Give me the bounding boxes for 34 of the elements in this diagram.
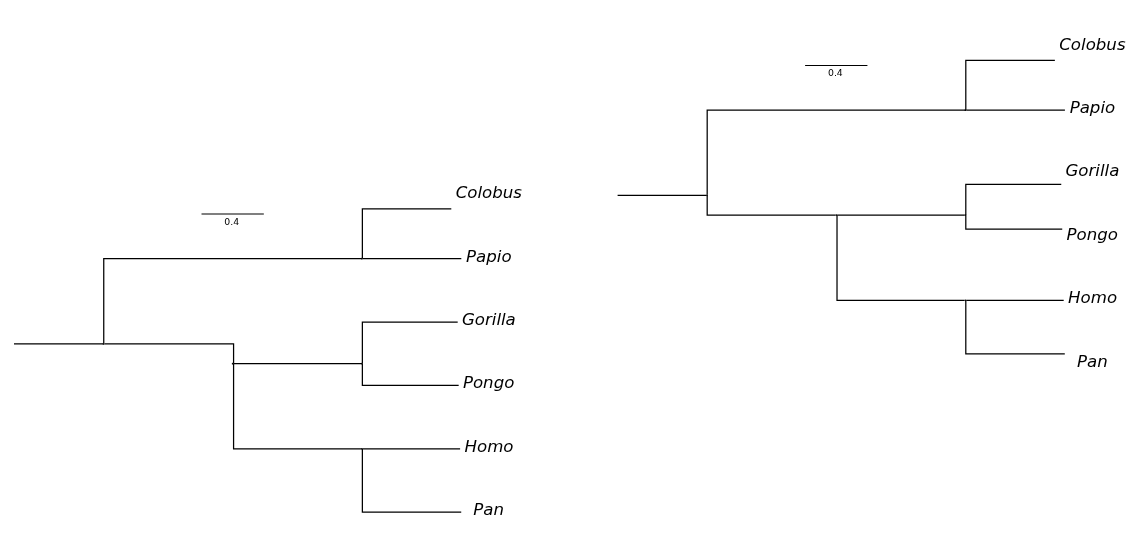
connector	[232, 363, 362, 450]
node-point	[360, 362, 363, 365]
label: 0.4	[224, 215, 240, 227]
node-text: Papio	[1069, 98, 1116, 118]
node-point	[231, 362, 234, 365]
node-text: Papio	[466, 246, 512, 266]
node-text: Colobus	[1059, 34, 1126, 54]
node-point	[964, 299, 967, 302]
node-text: Pongo	[462, 373, 515, 393]
node-point	[360, 257, 363, 260]
connector	[103, 343, 235, 365]
node-point	[360, 447, 363, 450]
node-point	[835, 214, 838, 216]
node-text: Homo	[464, 436, 514, 456]
node-text: Pan	[1076, 351, 1108, 371]
connector	[362, 258, 462, 260]
connector	[13, 343, 104, 345]
connector	[232, 363, 362, 365]
node-text: Colobus	[455, 183, 522, 203]
label: 0.4	[827, 67, 843, 79]
node-point	[964, 109, 967, 112]
node-text: Pongo	[1066, 224, 1118, 244]
connector	[362, 448, 461, 450]
node-point	[102, 343, 105, 345]
node-point	[706, 194, 708, 197]
connector	[361, 321, 459, 365]
connector	[103, 258, 363, 344]
connector	[361, 448, 462, 513]
node-text: Gorilla	[461, 309, 516, 329]
node-text: Pan	[473, 500, 505, 520]
connector	[361, 363, 460, 387]
node-text: Gorilla	[1065, 161, 1120, 181]
node-text: Homo	[1068, 288, 1118, 308]
connector	[361, 208, 452, 260]
